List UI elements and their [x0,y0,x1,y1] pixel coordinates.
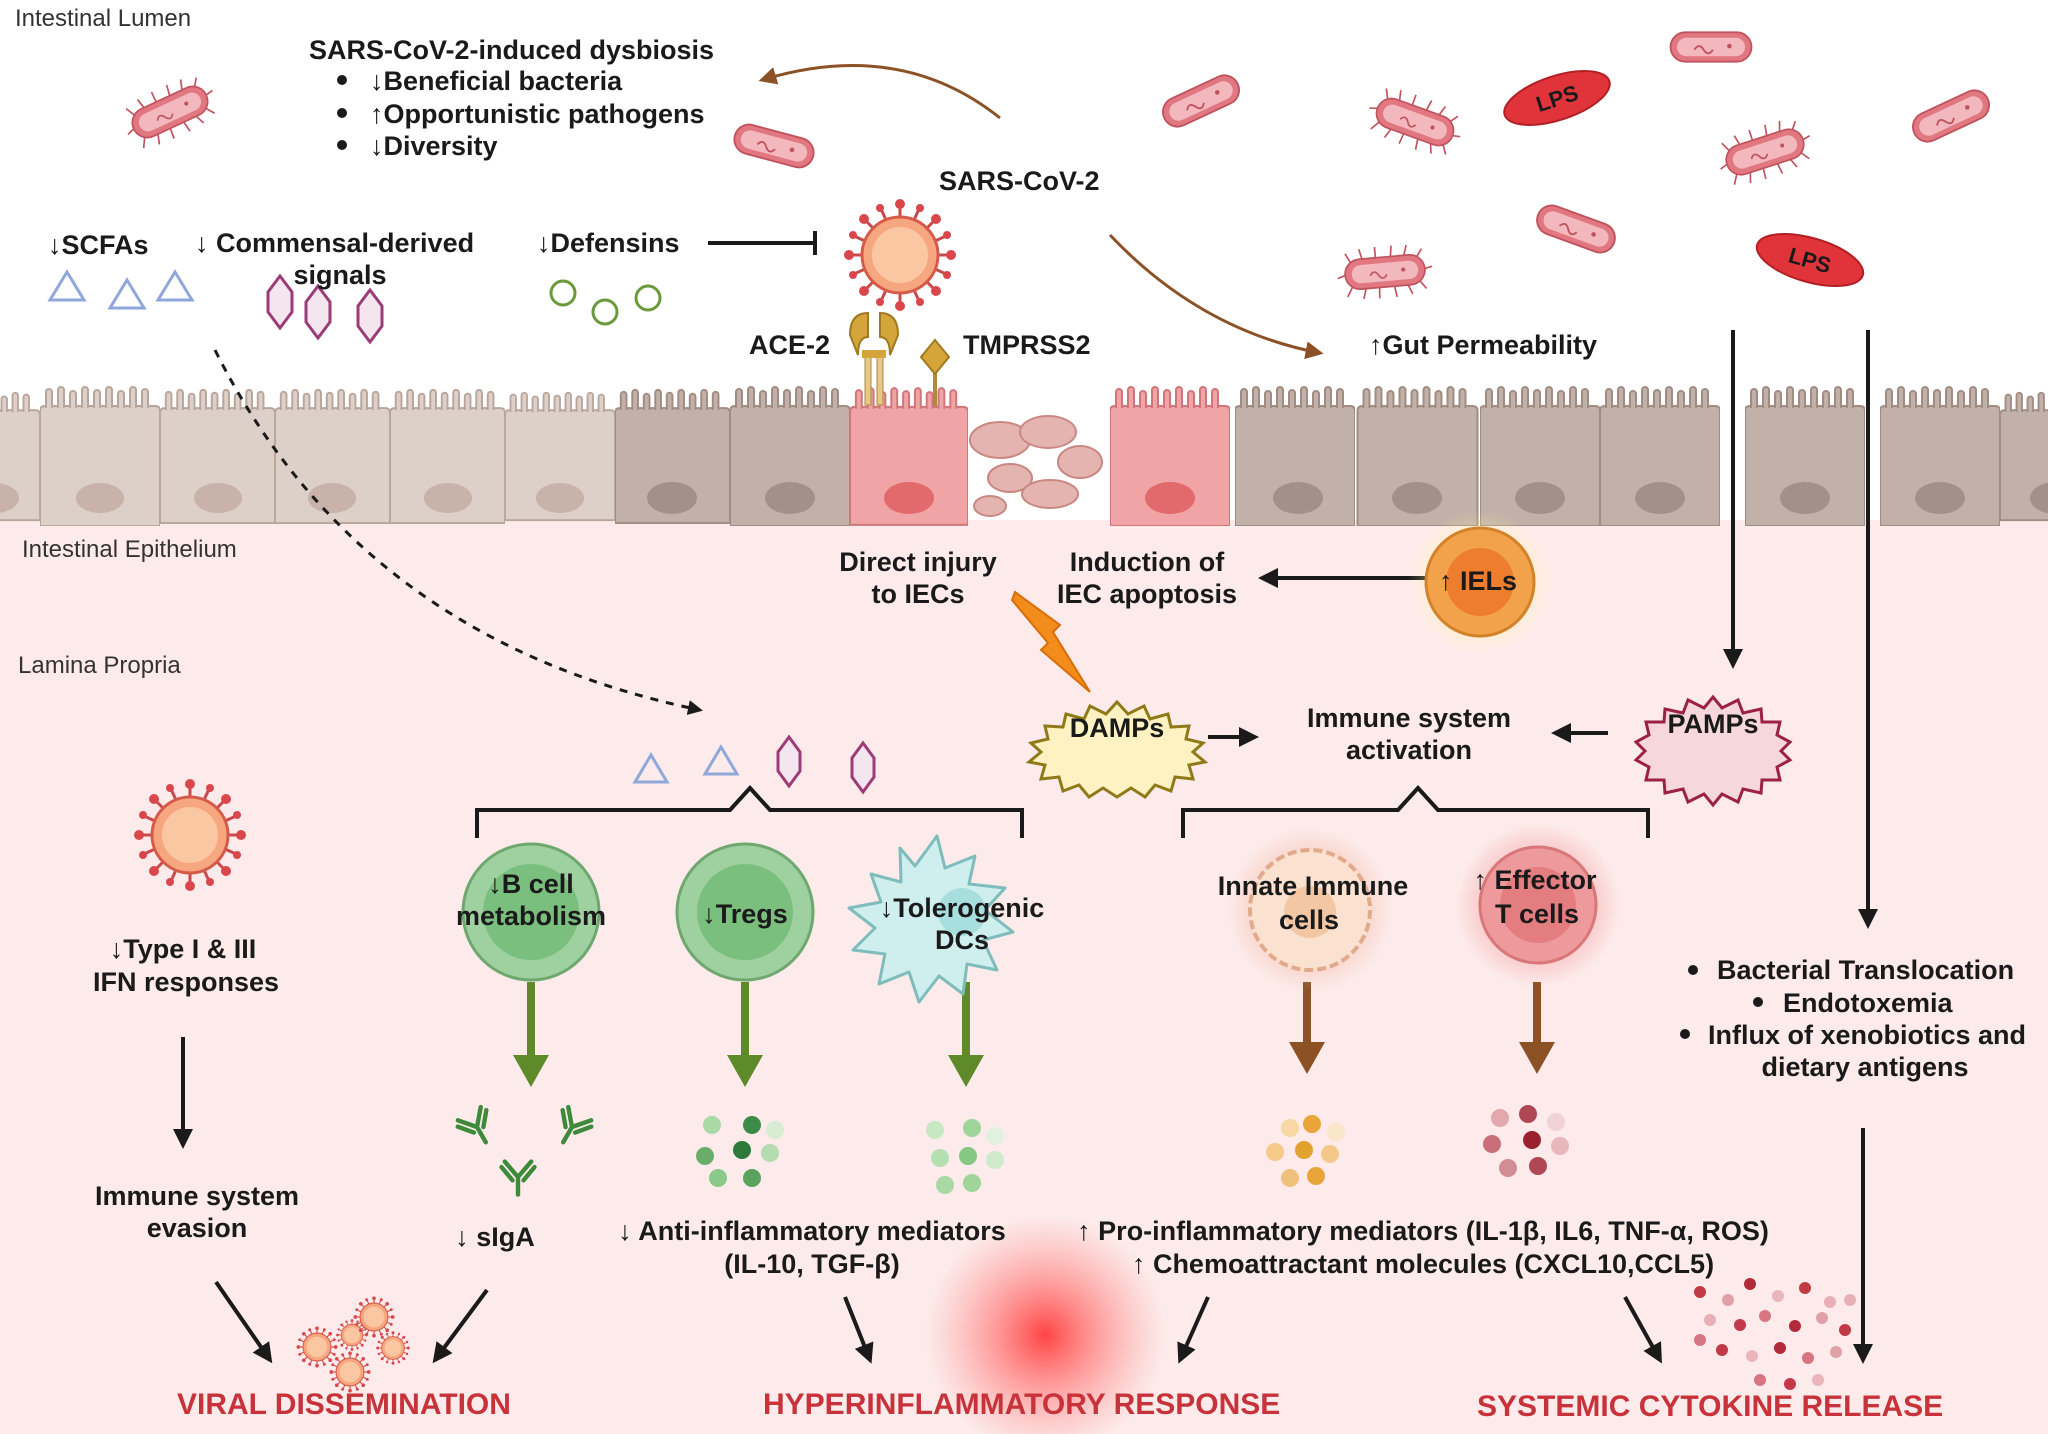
ace2-receptor-icon [848,311,900,406]
dcs-label-line2: DCs [935,925,989,955]
lps-badge-top: LPS [1503,70,1611,126]
translocation-item-continued: dietary antigens [1761,1052,1968,1082]
permeable-cells [615,386,2048,526]
chemoattractant-dots [1483,1105,1569,1177]
evasion-label-line2: evasion [147,1213,248,1243]
pro-inflammatory-label-line2: ↑ Chemoattractant molecules (CXCL10,CCL5… [1132,1249,1714,1279]
pamps-label: PAMPs [1667,709,1758,739]
translocation-item: Bacterial Translocation [1717,955,2014,985]
arrow-siga-to-viral [432,1288,489,1364]
damaged-cell-fragments [969,415,1103,517]
innate-label-line2: cells [1279,905,1339,935]
activation-label-line1: Immune system [1307,703,1511,733]
arrow-evasion-to-viral [214,1280,273,1364]
evasion-label-line1: Immune system [95,1181,299,1211]
commensal-label-line2: signals [293,260,386,290]
bcell-label-line2: metabolism [456,901,606,931]
outcome-viral-dissemination: VIRAL DISSEMINATION [177,1388,511,1421]
gut-permeability-label: ↑Gut Permeability [1369,330,1597,360]
dysbiosis-item: ↑Opportunistic pathogens [370,99,705,129]
commensal-signal-hexagons [266,273,384,345]
direct-injury-label-line1: Direct injury [839,547,997,577]
dysbiosis-title: SARS-CoV-2-induced dysbiosis [309,35,714,65]
lightning-bolt-icon [1010,590,1091,693]
bracket-immune [1181,785,1650,838]
brown-down-arrows [1289,982,1555,1074]
permeability-arrow [1108,233,1324,360]
tregs-label: ↓Tregs [702,899,788,929]
dendritic-cell-icon [847,834,1015,1004]
activation-label-line2: activation [1346,735,1472,765]
pamps-starburst-icon [1633,694,1793,808]
siga-label: ↓ sIgA [455,1222,535,1252]
bracket-tolerogenic [475,785,1024,838]
epithelium-cell-row [0,386,2048,526]
damps-starburst-icon [1025,699,1209,799]
cell-nuclei [0,482,2048,514]
sars-cov-2-virus-icon [842,197,958,313]
ifn-label-line2: IFN responses [93,967,279,997]
connector-arrows [173,330,1878,1364]
translocation-item: Endotoxemia [1783,988,1954,1018]
commensal-label-line1: ↓ Commensal-derived [195,228,474,258]
ace2-label: ACE-2 [749,330,830,360]
virus-icon-lamina [132,777,248,893]
arrow-pro-to-hyper [1177,1296,1210,1364]
anti-inflammatory-dots [696,1116,784,1187]
lps-badge-middle: LPS [1755,232,1865,288]
translocation-item: Influx of xenobiotics and [1708,1020,2026,1050]
dc-mediator-dots [926,1119,1004,1194]
lamina-triangles [632,744,740,784]
direct-injury-label-line2: to IECs [871,579,964,609]
tmprss2-receptor-icon [919,338,951,406]
green-down-arrows [513,982,984,1087]
region-label-epithelium: Intestinal Epithelium [22,536,237,563]
region-label-lamina: Lamina Propria [18,652,181,679]
scfas-label: ↓SCFAs [48,230,149,260]
dashed-signal-arrow [213,349,703,715]
apoptosis-label-line1: Induction of [1070,547,1225,577]
iels-label: ↑ IELs [1439,566,1517,596]
region-label-lumen: Intestinal Lumen [15,5,191,32]
hyperinflammation-glow [925,1215,1165,1434]
dysbiosis-arrow [758,64,1001,120]
anti-inflammatory-label-line1: ↓ Anti-inflammatory mediators [618,1216,1006,1246]
tmprss2-label: TMPRSS2 [963,330,1091,360]
effector-label-line1: ↑ Effector [1473,865,1597,895]
dysbiosis-item: ↓Beneficial bacteria [370,66,623,96]
pro-inflammatory-dots [1266,1115,1345,1187]
defensin-circles [549,279,662,326]
arrow-anti-to-hyper [843,1296,874,1364]
dysbiosis-item: ↓Diversity [370,131,498,161]
cytokine-release-dots [1694,1278,1856,1390]
innate-immune-cell-icon [1248,848,1372,972]
bcell-label-line1: ↓B cell [488,869,574,899]
arrow-pro-to-systemic [1623,1296,1662,1364]
damps-label: DAMPs [1070,713,1165,743]
lamina-hexagons [776,734,876,795]
translocation-list: Bacterial Translocation Endotoxemia Infl… [1680,955,2026,1082]
treg-cell-icon [675,842,815,982]
b-cell-icon [461,842,601,982]
dysbiosis-list: ↓Beneficial bacteria ↑Opportunistic path… [337,66,705,161]
virus-label: SARS-CoV-2 [939,166,1100,196]
outcome-systemic-cytokine-release: SYSTEMIC CYTOKINE RELEASE [1477,1390,1943,1423]
effector-label-line2: T cells [1495,899,1579,929]
pro-inflammatory-label-line1: ↑ Pro-inflammatory mediators (IL-1β, IL6… [1077,1216,1769,1246]
ifn-label-line1: ↓Type I & III [110,934,257,964]
defensins-label: ↓Defensins [537,228,680,258]
effector-t-cell-icon [1478,845,1598,965]
innate-label-line1: Innate Immune [1218,871,1409,901]
anti-inflammatory-label-line2: (IL-10, TGF-β) [724,1249,899,1279]
dcs-label-line1: ↓Tolerogenic [880,893,1045,923]
outcome-hyperinflammatory-response: HYPERINFLAMMATORY RESPONSE [763,1388,1280,1421]
apoptosis-label-line2: IEC apoptosis [1057,579,1237,609]
scfa-triangles [47,269,195,310]
iel-cell-icon [1424,526,1536,638]
